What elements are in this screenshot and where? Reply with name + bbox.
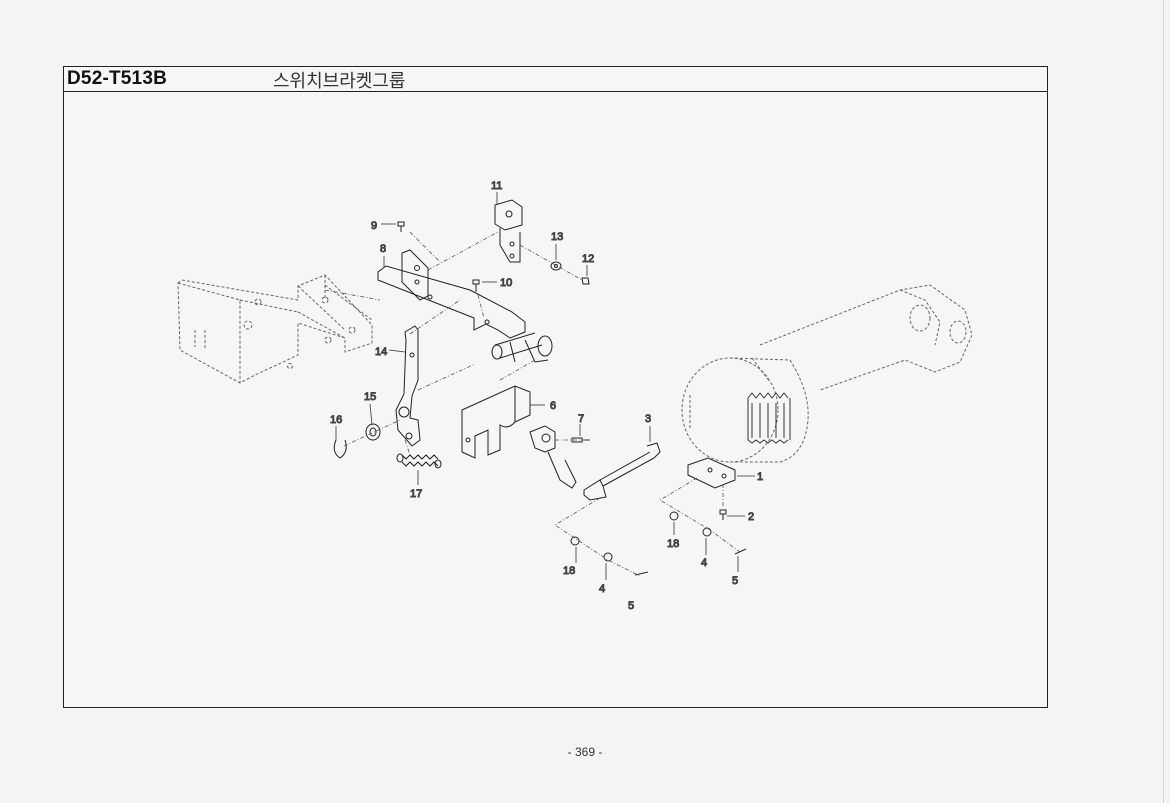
group-code: D52-T513B [67,68,168,89]
callout-6: 6 [550,400,556,412]
part-8-switch-bracket [377,249,553,363]
assembly-centerlines [324,231,741,577]
actuator-lever [529,425,577,489]
lever-arm-phantom [681,284,973,463]
callout-8: 8 [380,243,386,255]
callout-7: 7 [578,413,584,425]
callout-leaders [335,192,755,580]
part-17-spring [396,453,442,469]
callout-1: 1 [757,471,763,483]
diagram-header: D52-T513B 스위치브라켓그룹 [64,67,1047,92]
part-3-rod [583,442,661,501]
callout-17: 17 [410,488,422,500]
callout-16: 16 [330,414,342,426]
scan-edge [1163,0,1165,803]
washers-and-pins [570,511,747,576]
group-title: 스위치브라켓그룹 [273,71,406,92]
parts-diagram-frame: D52-T513B 스위치브라켓그룹 [63,66,1048,708]
callout-15: 15 [364,391,376,403]
callout-11: 11 [491,180,502,192]
spline-hub [747,392,791,444]
part-16-retaining-ring [333,439,347,459]
callout-4-left: 4 [599,583,605,595]
part-2-screw [719,509,727,520]
callout-5-right: 5 [732,575,738,587]
callout-14: 14 [375,346,387,358]
part-14-link-plate [395,325,421,447]
mounting-base-phantom [177,274,373,384]
callout-12: 12 [582,253,594,265]
callout-4-right: 4 [701,557,707,569]
callout-18-left: 18 [563,565,575,577]
page-number: - 369 - [567,745,603,759]
callout-13: 13 [551,231,563,243]
callout-5-left: 5 [628,600,634,612]
callout-10: 10 [500,277,512,289]
small-fasteners [397,221,590,292]
part-6-bracket [461,385,531,459]
part-11-switch [494,199,523,263]
part-1-plate-bracket [687,457,736,489]
part-15-washer [365,423,381,441]
callout-9: 9 [371,220,377,232]
callout-18-right: 18 [667,538,679,550]
callout-2: 2 [748,511,754,523]
callout-3: 3 [645,413,651,425]
